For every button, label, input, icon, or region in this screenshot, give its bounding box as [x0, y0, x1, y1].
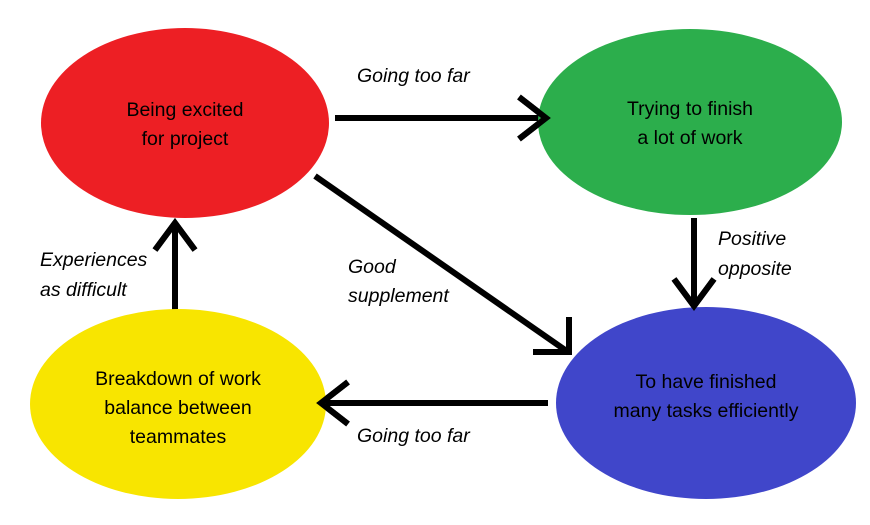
edge-line-excited-to-finished-tasks	[313, 173, 570, 355]
edge-excited-to-finish-work[interactable]: Going too far	[335, 65, 551, 142]
edge-label-breakdown-to-excited-line2: as difficult	[40, 279, 128, 301]
node-finished-tasks-label-line2: many tasks efficiently	[614, 400, 799, 422]
arrowhead-overlay-excited-to-finish-work	[517, 94, 551, 142]
edge-excited-to-finished-tasks[interactable]: Good supplement	[313, 173, 572, 355]
edge-finished-tasks-to-breakdown[interactable]: Going too far	[316, 379, 548, 447]
arrowhead-overlay-group	[152, 94, 717, 427]
arrowhead-overlay-breakdown-to-excited	[152, 217, 198, 252]
arrowhead-overlay-finished-tasks-to-breakdown	[316, 379, 350, 427]
node-breakdown-label-line3: teammates	[130, 426, 227, 448]
node-breakdown[interactable]: Breakdown of work balance between teamma…	[30, 309, 326, 499]
node-excited-label-line2: for project	[142, 128, 229, 150]
edge-label-excited-to-finished-tasks-line1: Good	[348, 256, 397, 278]
node-finish-work[interactable]: Trying to finish a lot of work	[538, 29, 842, 215]
edge-label-excited-to-finish-work: Going too far	[357, 65, 471, 87]
node-finished-tasks-label-line1: To have finished	[636, 371, 777, 393]
node-finished-tasks-shape[interactable]	[556, 307, 856, 499]
edge-label-finish-work-to-finished-tasks-line1: Positive	[718, 228, 786, 250]
node-finish-work-label-line1: Trying to finish	[627, 98, 753, 120]
node-excited[interactable]: Being excited for project	[41, 28, 329, 218]
node-finished-tasks[interactable]: To have finished many tasks efficiently	[556, 307, 856, 499]
arrowhead-overlay-excited-to-finished-tasks	[533, 317, 572, 355]
node-breakdown-shape[interactable]	[30, 309, 326, 499]
edge-finish-work-to-finished-tasks[interactable]: Positive opposite	[671, 218, 792, 312]
edge-label-breakdown-to-excited-line1: Experiences	[40, 249, 148, 271]
node-finish-work-shape[interactable]	[538, 29, 842, 215]
node-breakdown-label-line1: Breakdown of work	[95, 368, 261, 390]
edge-label-excited-to-finished-tasks-line2: supplement	[348, 285, 450, 307]
edge-breakdown-to-excited[interactable]: Experiences as difficult	[40, 217, 198, 312]
arrowhead-overlay-finish-work-to-finished-tasks	[671, 277, 717, 312]
edge-label-finished-tasks-to-breakdown: Going too far	[357, 425, 471, 447]
edge-label-finish-work-to-finished-tasks-line2: opposite	[718, 258, 792, 280]
node-breakdown-label-line2: balance between	[104, 397, 251, 419]
node-finish-work-label-line2: a lot of work	[637, 127, 742, 149]
node-excited-shape[interactable]	[41, 28, 329, 218]
node-excited-label-line1: Being excited	[126, 99, 243, 121]
